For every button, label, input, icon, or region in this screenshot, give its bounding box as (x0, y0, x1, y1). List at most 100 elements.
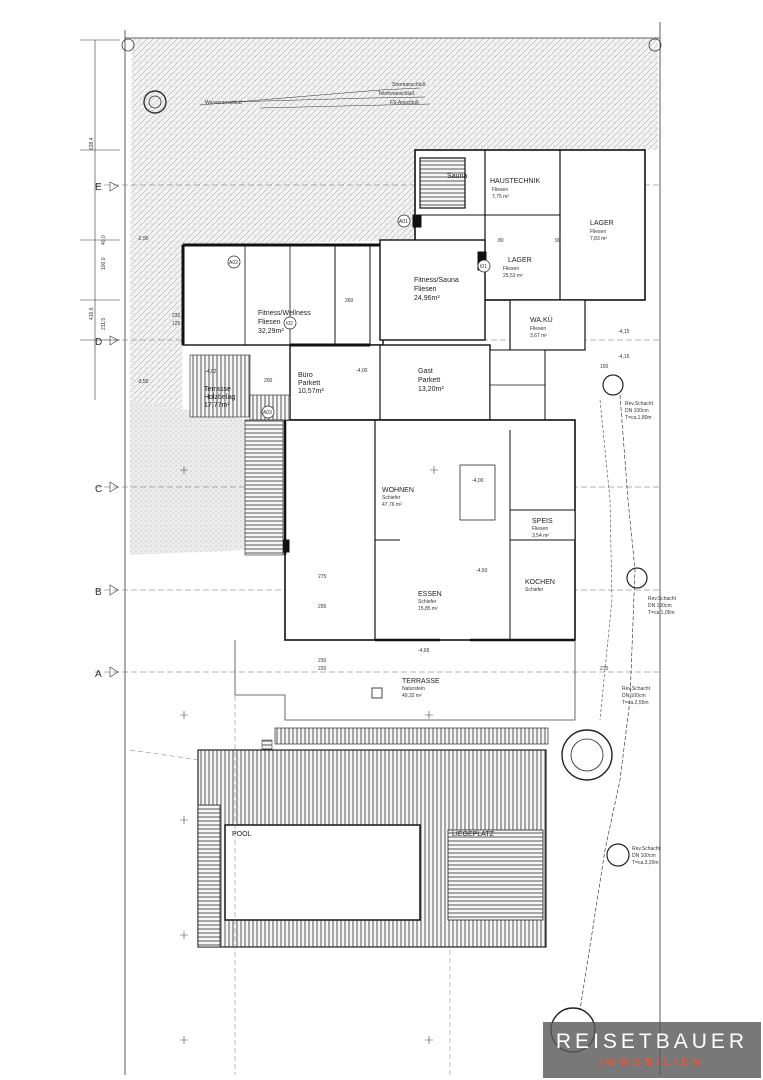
room-terrasse-area: 49,32 m² (402, 693, 422, 699)
level-l8: -4,00 (472, 478, 484, 484)
outdoor-terrace (234, 640, 576, 781)
brand-name: REISETBAUER (555, 1030, 749, 1053)
dim-d12: 230 (318, 658, 327, 664)
brand-watermark: REISETBAUER IMMOBILIEN (543, 1022, 761, 1078)
room-waku-area: 3,67 m² (530, 333, 547, 339)
shaft2-dn: DN 100cm (648, 603, 672, 609)
wasser-annotation: Wasseranschluß (205, 100, 242, 106)
room-haustechnik-floor: Fliesen (492, 187, 508, 193)
tag-a03: A03 (263, 410, 272, 416)
dim-d6: 232 (172, 313, 181, 319)
room-speis-name: SPEIS (532, 518, 553, 525)
room-lager2-area: 25,53 m² (503, 273, 523, 279)
room-wohnen-floor: Schiefer (382, 495, 401, 501)
room-fitness-wellness-floor: Fliesen (258, 319, 281, 326)
shaft4-t: T=ca.3,20m (632, 860, 659, 866)
room-waku-name: WA.KÜ (530, 316, 553, 324)
room-liegeplatz-name: LIEGEPLATZ (452, 831, 495, 838)
room-terrasse-name: TERRASSE (402, 678, 440, 685)
level-l3: -4,02 (205, 369, 217, 375)
building-walls (181, 149, 646, 642)
drainage-shafts (550, 374, 648, 1053)
tag-a02: A02 (229, 260, 238, 266)
room-speis-floor: Fliesen (532, 526, 548, 532)
room-kochen-name: KOCHEN (525, 579, 555, 586)
room-essen-floor: Schiefer (418, 599, 437, 605)
shaft2-label: Rev.Schacht (648, 596, 677, 602)
axis-label-d: D (95, 337, 102, 348)
room-terrasse-floor: Naturstein (402, 686, 425, 692)
level-l2: -3,50 (137, 379, 149, 385)
room-wohnen-name: WOHNEN (382, 487, 414, 494)
survey-crosses (180, 466, 438, 1044)
room-buero-area: 10,57m² (298, 388, 324, 395)
shaft3-label: Rev.Schacht (622, 686, 651, 692)
garden-lines (129, 640, 451, 1075)
room-fitness-wellness-name: Fitness/Wellness (258, 310, 311, 317)
room-haustechnik-area: 7,75 m² (492, 194, 509, 200)
axis-label-b: B (95, 587, 102, 598)
side-dimensions: 638,4 416,5 100,0 211,5 40,0 (89, 137, 107, 330)
terrace-deck (189, 354, 291, 556)
dim-d3: 100,0 (101, 257, 107, 270)
room-speis-area: 3,54 m² (532, 533, 549, 539)
axis-label-c: C (95, 484, 102, 495)
dim-d11: 295 (318, 604, 327, 610)
room-lager1-name: LAGER (590, 220, 614, 227)
shaft2-t: T=ca.1,05m (648, 610, 675, 616)
shaft1-dn: DN 100cm (625, 408, 649, 414)
shaft3-dn: DN 100cm (622, 693, 646, 699)
dim-d15: 150 (600, 364, 609, 370)
room-lager1-floor: Fliesen (590, 229, 606, 235)
room-essen-area: 15,85 m² (418, 606, 438, 612)
axis-label-e: E (95, 182, 102, 193)
level-l7: -4,65 (418, 648, 430, 654)
room-lager1-area: 7,83 m² (590, 236, 607, 242)
room-lager2-floor: Fliesen (503, 266, 519, 272)
room-fitness-sauna-floor: Fliesen (414, 286, 437, 293)
shaft1-t: T=ca.1,80m (625, 415, 652, 421)
dim-d13: 220 (318, 666, 327, 672)
brand-subtitle: IMMOBILIEN (599, 1057, 705, 1069)
level-l5: -4,00 (356, 368, 368, 374)
room-terrasse-top-name: Terrasse (204, 386, 231, 393)
shaft3-t: T=ca.2,55m (622, 700, 649, 706)
room-wohnen-area: 47,76 m² (382, 502, 402, 508)
utility-annotations (199, 87, 431, 109)
axis-labels: E D C B A (95, 181, 119, 680)
fs-annotation: FS-Anschluß (390, 100, 419, 106)
room-essen-name: ESSEN (418, 591, 442, 598)
room-kochen-floor: Schiefer (525, 587, 544, 593)
room-pool-name: POOL (232, 831, 252, 838)
room-sauna-name: Sauna (447, 173, 467, 180)
level-l6: -4,50 (476, 568, 488, 574)
room-lager2-name: LAGER (508, 257, 532, 264)
dim-d16: 90 (555, 238, 561, 244)
shaft-labels: Rev.Schacht DN 100cm T=ca.1,80m Rev.Scha… (622, 401, 677, 866)
dim-d14: 270 (600, 666, 609, 672)
room-fitness-sauna-name: Fitness/Sauna (414, 277, 459, 284)
tag-i01: I01 (480, 264, 487, 270)
room-fitness-sauna-area: 24,96m² (414, 295, 440, 302)
opening-tags (227, 214, 491, 419)
dim-d2: 416,5 (89, 307, 95, 320)
dim-d17: 80 (498, 238, 504, 244)
room-gast-floor: Parkett (418, 377, 440, 384)
shaft4-label: Rev.Schacht (632, 846, 661, 852)
shaft4-dn: DN 100cm (632, 853, 656, 859)
dim-d7: 125 (172, 321, 181, 327)
room-fitness-wellness-area: 32,29m² (258, 328, 284, 335)
dim-d9: 260 (345, 298, 354, 304)
room-gast-name: Gast (418, 368, 433, 375)
room-haustechnik-name: HAUSTECHNIK (490, 178, 541, 185)
dim-d5: 40,0 (101, 235, 107, 245)
room-labels: Sauna HAUSTECHNIK Fliesen 7,75 m² LAGER … (204, 173, 614, 838)
level-markers: -2,90 -3,50 -4,02 -4,15 -4,00 -4,50 -4,6… (137, 236, 630, 654)
dim-d4: 211,5 (101, 318, 107, 330)
interior-dimensions: 232 125 200 260 275 295 230 220 270 150 … (172, 238, 609, 672)
level-l4: -4,15 (618, 329, 630, 335)
dim-d1: 638,4 (89, 137, 95, 150)
room-buero-name: Büro (298, 372, 313, 379)
strom-annotation: Stromanschluß (392, 82, 426, 88)
